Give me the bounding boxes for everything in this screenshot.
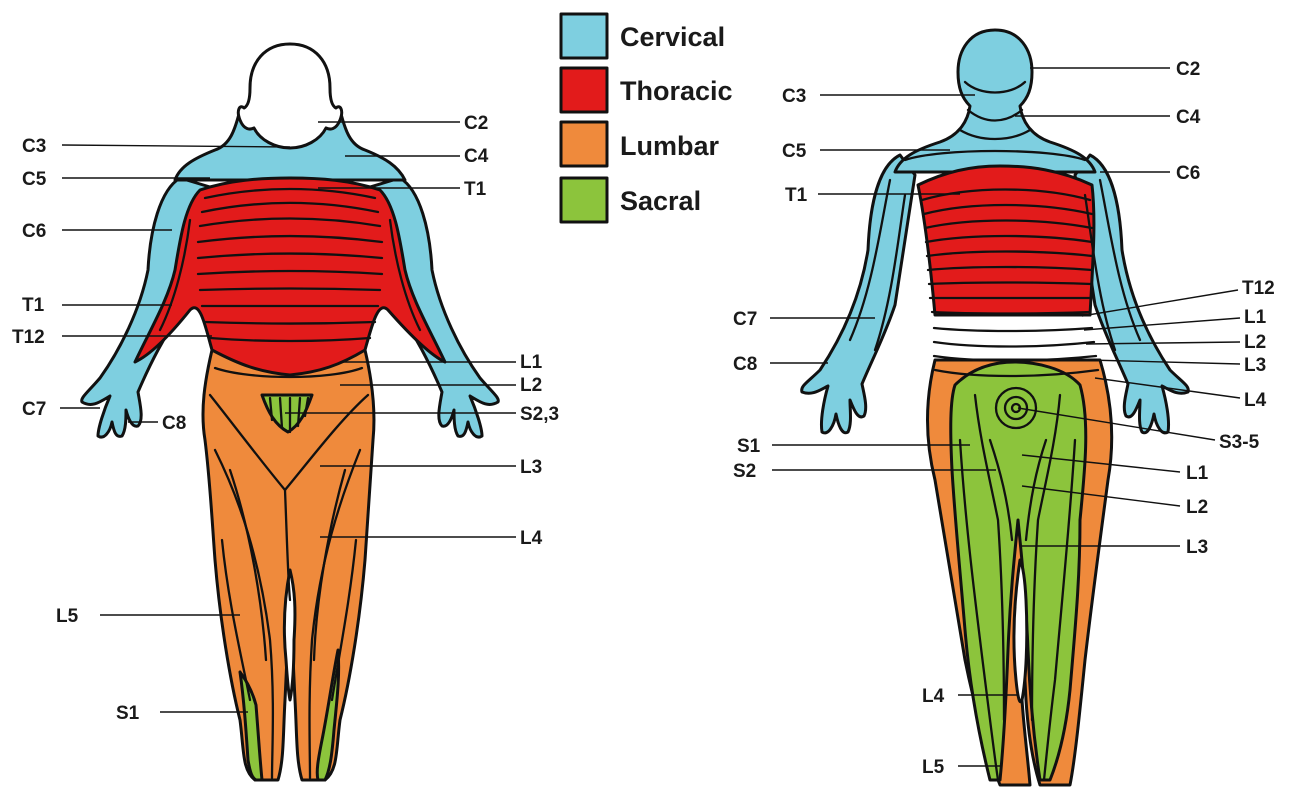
label-back-l2-upper: L2 bbox=[1244, 332, 1266, 353]
label-back-s35: S3-5 bbox=[1219, 432, 1260, 453]
label-front-t12: T12 bbox=[12, 327, 45, 348]
label-back-l5: L5 bbox=[922, 757, 945, 778]
label-back-l4-upper: L4 bbox=[1244, 390, 1267, 411]
label-back-c6: C6 bbox=[1176, 163, 1200, 184]
label-back-t12: T12 bbox=[1242, 278, 1275, 299]
label-back-s2: S2 bbox=[733, 461, 756, 482]
front-body bbox=[82, 44, 499, 780]
label-front-s23: S2,3 bbox=[520, 404, 559, 425]
legend-label-lumbar: Lumbar bbox=[620, 131, 720, 161]
label-back-c8: C8 bbox=[733, 354, 757, 375]
legend-label-sacral: Sacral bbox=[620, 186, 701, 216]
legend: Cervical Thoracic Lumbar Sacral bbox=[561, 14, 733, 222]
label-back-c7: C7 bbox=[733, 309, 757, 330]
legend-swatch-sacral bbox=[561, 178, 607, 222]
label-front-t1-left: T1 bbox=[22, 295, 45, 316]
label-front-c5: C5 bbox=[22, 169, 47, 190]
legend-label-thoracic: Thoracic bbox=[620, 76, 733, 106]
label-front-c6: C6 bbox=[22, 221, 46, 242]
label-back-l4-lower: L4 bbox=[922, 686, 945, 707]
label-front-l3: L3 bbox=[520, 457, 542, 478]
label-back-l3-upper: L3 bbox=[1244, 355, 1266, 376]
label-front-l4: L4 bbox=[520, 528, 543, 549]
back-thoracic bbox=[918, 166, 1094, 315]
label-back-s1: S1 bbox=[737, 436, 761, 457]
label-back-c4: C4 bbox=[1176, 107, 1201, 128]
label-back-c3: C3 bbox=[782, 86, 806, 107]
label-back-l1-upper: L1 bbox=[1244, 307, 1267, 328]
legend-swatch-cervical bbox=[561, 14, 607, 58]
label-front-l2: L2 bbox=[520, 375, 542, 396]
label-back-l2-lower: L2 bbox=[1186, 497, 1208, 518]
label-back-l3-lower: L3 bbox=[1186, 537, 1208, 558]
legend-label-cervical: Cervical bbox=[620, 22, 725, 52]
label-back-t1: T1 bbox=[785, 185, 808, 206]
label-front-l1: L1 bbox=[520, 352, 543, 373]
legend-swatch-thoracic bbox=[561, 68, 607, 112]
label-back-c5: C5 bbox=[782, 141, 807, 162]
label-front-t1-right: T1 bbox=[464, 179, 487, 200]
label-front-c2: C2 bbox=[464, 113, 488, 134]
label-front-l5: L5 bbox=[56, 606, 79, 627]
back-leg-gap bbox=[1014, 560, 1027, 702]
label-front-c7: C7 bbox=[22, 399, 46, 420]
label-front-c3: C3 bbox=[22, 136, 46, 157]
label-front-c8: C8 bbox=[162, 413, 186, 434]
back-body bbox=[802, 30, 1189, 785]
legend-swatch-lumbar bbox=[561, 122, 607, 166]
label-back-l1-lower: L1 bbox=[1186, 463, 1209, 484]
label-back-c2: C2 bbox=[1176, 59, 1200, 80]
label-front-c4: C4 bbox=[464, 146, 489, 167]
label-front-s1: S1 bbox=[116, 703, 140, 724]
